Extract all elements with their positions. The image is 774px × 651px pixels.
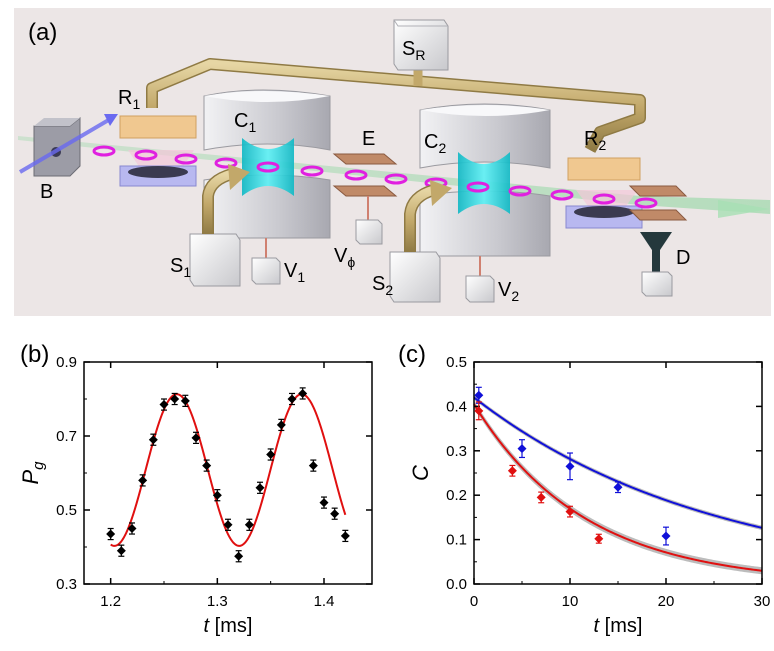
y-axis-label: C — [408, 465, 433, 481]
plot-frame — [473, 361, 763, 585]
panel-label-a: (a) — [28, 19, 57, 46]
x-tick-label: 1.4 — [314, 593, 335, 610]
plot-frame — [83, 361, 373, 585]
data-point — [565, 461, 575, 471]
data-point — [202, 461, 212, 471]
label-d: D — [676, 247, 690, 269]
data-point — [507, 466, 517, 476]
data-point — [127, 524, 137, 533]
data-point — [474, 390, 484, 400]
label-r2: R2 — [584, 128, 606, 153]
data-point — [255, 483, 265, 493]
ramsey-zone-r1 — [119, 115, 197, 187]
data-point — [594, 534, 604, 544]
y-tick-label: 0.5 — [446, 354, 467, 371]
data-point — [308, 461, 318, 471]
data-point — [266, 450, 276, 459]
laser-beam — [18, 114, 118, 174]
label-s1: S1 — [170, 255, 191, 280]
data-point — [287, 394, 297, 404]
x-tick-label: 10 — [562, 593, 579, 610]
data-point — [536, 492, 546, 502]
x-axis-label: t [ms] — [204, 615, 253, 637]
label-c2: C2 — [424, 131, 446, 156]
label-b: B — [40, 181, 53, 203]
data-point — [223, 520, 233, 530]
x-tick-label: 1.2 — [100, 593, 121, 610]
data-point — [319, 498, 329, 508]
data-point — [116, 546, 126, 556]
fit-curve — [473, 403, 763, 572]
x-tick-label: 20 — [658, 593, 675, 610]
data-point — [180, 396, 190, 406]
data-point — [138, 475, 148, 485]
cavity-c2 — [419, 103, 551, 257]
voltage-vphi — [355, 196, 383, 245]
reference-source-box — [393, 19, 449, 71]
diagram-labels: SR R1 C1 E C2 R2 B S1 V1 Vϕ S2 V2 D — [40, 38, 690, 304]
y-tick-label: 0.2 — [446, 487, 467, 504]
data-point — [106, 529, 116, 539]
label-v2: V2 — [498, 279, 519, 304]
cavity-c1 — [203, 89, 331, 239]
cavity-c1-field — [242, 138, 294, 196]
data-point — [191, 433, 201, 443]
data-point — [276, 420, 286, 430]
data-point — [661, 531, 671, 541]
label-v1: V1 — [284, 260, 305, 285]
source-s2 — [389, 180, 452, 303]
chart-c: 0 10 20 30 0.0 0.1 0.2 0.3 0.4 0.5 t [ms] C — [408, 354, 770, 637]
x-tick-label: 30 — [754, 593, 771, 610]
data-point — [244, 520, 254, 530]
source-s1 — [189, 164, 250, 287]
reference-source-pipes — [146, 58, 646, 153]
setup-diagram: SR R1 C1 E C2 R2 B S1 V1 Vϕ S2 V2 D (a) — [14, 8, 771, 316]
y-tick-label: 0.5 — [56, 502, 77, 519]
detector-d — [640, 232, 673, 297]
data-point — [474, 406, 484, 416]
y-tick-label: 0.9 — [56, 354, 77, 371]
data-point — [330, 509, 340, 519]
x-tick-label: 1.3 — [207, 593, 228, 610]
y-axis-label: Pg — [18, 461, 47, 485]
label-sr: SR — [402, 38, 425, 63]
panel-label-b: (b) — [20, 341, 49, 368]
label-e: E — [362, 128, 375, 150]
data-point — [159, 400, 169, 410]
y-tick-label: 0.3 — [446, 443, 467, 460]
y-tick-label: 0.4 — [446, 398, 467, 415]
label-vphi: Vϕ — [334, 245, 355, 270]
x-axis-label: t [ms] — [594, 615, 643, 637]
data-point — [517, 444, 527, 454]
panel-label-c: (c) — [398, 341, 426, 368]
y-tick-label: 0.7 — [56, 428, 77, 445]
data-point — [298, 388, 308, 398]
data-point — [613, 482, 623, 492]
label-s2: S2 — [372, 273, 393, 298]
voltage-v1 — [251, 238, 281, 285]
voltage-v2 — [465, 256, 495, 303]
beam-arrowhead — [718, 200, 770, 218]
atom-source-box — [33, 116, 81, 177]
data-point — [565, 507, 575, 517]
chart-b: 1.2 1.3 1.4 0.3 0.5 0.7 0.9 t [ms] Pg — [18, 354, 373, 637]
data-point — [148, 435, 158, 445]
y-tick-label: 0.1 — [446, 532, 467, 549]
data-point — [234, 551, 244, 561]
data-point — [212, 490, 222, 500]
y-tick-label: 0.0 — [446, 576, 467, 593]
electrodes-e — [332, 153, 688, 221]
data-point — [170, 394, 180, 404]
label-c1: C1 — [234, 110, 256, 135]
ramsey-zone-r2 — [565, 157, 643, 229]
label-r1: R1 — [118, 87, 140, 112]
x-tick-label: 0 — [470, 593, 478, 610]
y-tick-label: 0.3 — [56, 576, 77, 593]
data-point — [340, 531, 350, 541]
fit-curve — [110, 393, 347, 547]
